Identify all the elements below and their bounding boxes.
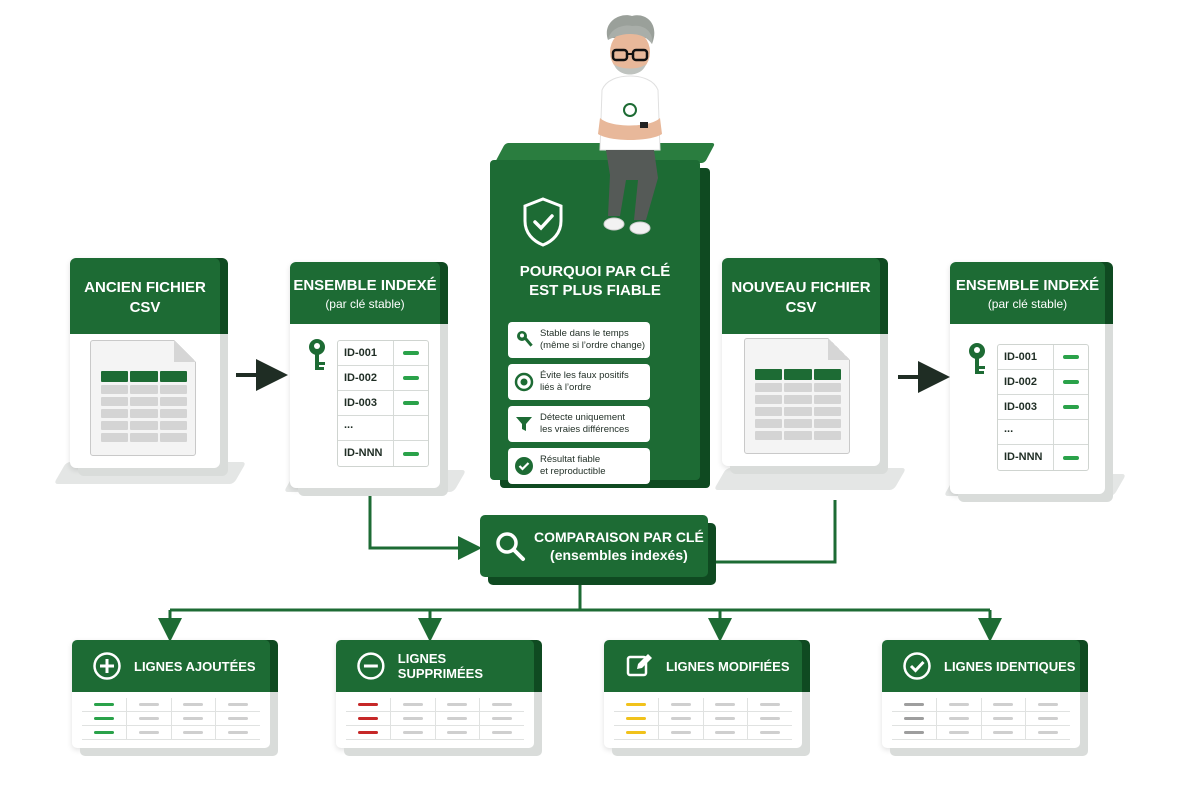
result-table-row (892, 698, 1070, 712)
filter-icon (513, 413, 535, 435)
result-table-row (346, 726, 524, 740)
minus-circle-icon (357, 652, 385, 680)
arrow-index-to-compare (368, 495, 482, 560)
csv-document-icon (90, 340, 196, 456)
index-row: ID-NNN (998, 445, 1088, 470)
new-index-subtitle: (par clé stable) (987, 297, 1068, 311)
reason-stable: Stable dans le temps(même si l’ordre cha… (508, 322, 650, 358)
result-table-row (82, 726, 260, 740)
result-table-row (892, 726, 1070, 740)
index-row: ID-NNN (338, 441, 428, 466)
why-title: POURQUOI PAR CLÉ EST PLUS FIABLE (519, 263, 671, 299)
old-csv-title-line1: ANCIEN FICHIER (84, 279, 206, 296)
floor-shadow (713, 468, 907, 490)
compare-subtitle: (ensembles indexés) (550, 547, 688, 563)
new-index-card-header: ENSEMBLE INDEXÉ (par clé stable) (950, 262, 1105, 324)
result-table (82, 698, 260, 740)
index-row: ID-002 (998, 370, 1088, 395)
compare-by-key-box: COMPARAISON PAR CLÉ (ensembles indexés) (480, 515, 708, 577)
result-table-row (82, 698, 260, 712)
old-csv-title-line2: CSV (129, 299, 161, 316)
old-index-card-header: ENSEMBLE INDEXÉ (par clé stable) (290, 262, 440, 324)
new-index-table: ID-001 ID-002 ID-003 ... ID-NNN (997, 344, 1089, 471)
edit-icon (626, 654, 652, 677)
result-added-card: LIGNES AJOUTÉES (72, 640, 270, 748)
old-csv-card: ANCIEN FICHIER CSV (70, 258, 220, 468)
key-icon (513, 329, 535, 351)
result-table-row (346, 712, 524, 726)
index-row: ID-001 (998, 345, 1088, 370)
result-added-label: LIGNES AJOUTÉES (134, 658, 256, 674)
new-index-title: ENSEMBLE INDEXÉ (955, 277, 1100, 294)
result-table-row (82, 712, 260, 726)
result-table-row (346, 698, 524, 712)
result-table (346, 698, 524, 740)
old-index-table: ID-001 ID-002 ID-003 ... ID-NNN (337, 340, 429, 467)
check-badge-icon (513, 455, 535, 477)
compare-title: COMPARAISON PAR CLÉ (534, 529, 704, 545)
new-csv-title-line1: NOUVEAU FICHIER (731, 279, 871, 296)
result-table-row (614, 726, 792, 740)
index-row: ... (338, 416, 428, 441)
result-table-row (614, 712, 792, 726)
index-row: ID-001 (338, 341, 428, 366)
index-row: ID-003 (338, 391, 428, 416)
line-new-to-compare (716, 500, 837, 564)
result-identical-label: LIGNES IDENTIQUES (944, 658, 1076, 674)
index-row: ID-002 (338, 366, 428, 391)
new-csv-title-line2: CSV (785, 299, 817, 316)
result-table (614, 698, 792, 740)
result-table-row (614, 698, 792, 712)
key-icon (309, 339, 325, 370)
plus-circle-icon (93, 652, 121, 680)
csv-document-icon (744, 338, 850, 454)
magnifier-icon (496, 532, 525, 561)
result-modified-label: LIGNES MODIFIÉES (666, 658, 790, 674)
shield-check-icon (523, 197, 563, 247)
old-index-card: ENSEMBLE INDEXÉ (par clé stable) ID-001 … (290, 262, 440, 488)
result-removed-card: LIGNES SUPPRIMÉES (336, 640, 534, 748)
check-circle-icon (903, 652, 931, 680)
new-csv-card: NOUVEAU FICHIER CSV (722, 258, 880, 466)
old-index-subtitle: (par clé stable) (325, 297, 405, 311)
target-icon (513, 371, 535, 393)
result-table-row (892, 712, 1070, 726)
result-table (892, 698, 1070, 740)
key-icon (969, 343, 985, 374)
index-row: ... (998, 420, 1088, 445)
new-csv-card-header: NOUVEAU FICHIER CSV (722, 258, 880, 334)
result-identical-card: LIGNES IDENTIQUES (882, 640, 1080, 748)
result-modified-card: LIGNES MODIFIÉES (604, 640, 802, 748)
avatar-character (598, 15, 662, 235)
new-index-card: ENSEMBLE INDEXÉ (par clé stable) ID-001 … (950, 262, 1105, 494)
old-index-title: ENSEMBLE INDEXÉ (293, 277, 437, 294)
result-removed-label: LIGNES SUPPRIMÉES (397, 651, 484, 681)
index-row: ID-003 (998, 395, 1088, 420)
line-compare-to-results (170, 585, 990, 612)
old-csv-card-header: ANCIEN FICHIER CSV (70, 258, 220, 334)
